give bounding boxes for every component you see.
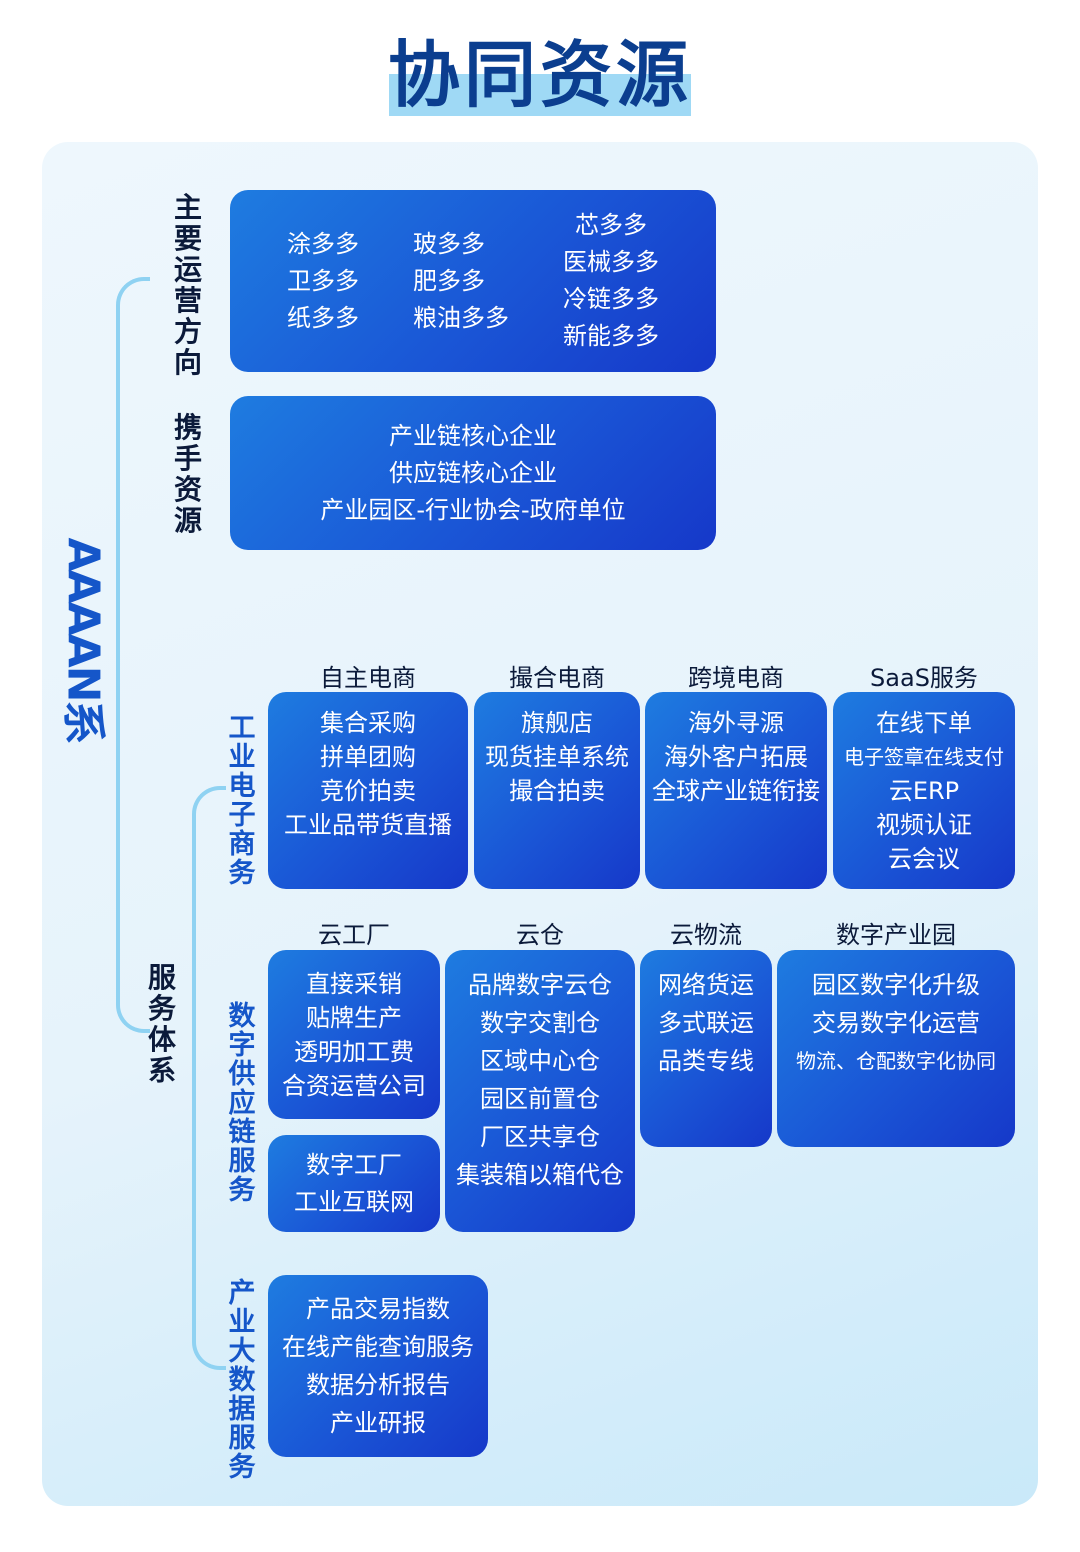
heading-cloud-factory: 云工厂 <box>318 921 390 949</box>
list-item: 工业品带货直播 <box>284 811 452 839</box>
card-crossborder-ecommerce: 海外寻源 海外客户拓展 全球产业链衔接 <box>645 692 827 889</box>
list-item: 物流、仓配数字化协同 <box>796 1049 996 1073</box>
list-item: 品类专线 <box>658 1047 754 1075</box>
list-item: 供应链核心企业 <box>389 458 557 487</box>
label-service-system: 服务体系 <box>147 961 176 1087</box>
list-item: 海外客户拓展 <box>664 743 808 771</box>
heading-self-ecommerce: 自主电商 <box>320 664 416 692</box>
card-saas-service: 在线下单 电子签章在线支付 云ERP 视频认证 云会议 <box>833 692 1015 889</box>
list-item: 现货挂单系统 <box>485 743 629 771</box>
list-item: 海外寻源 <box>688 709 784 737</box>
list-item: 视频认证 <box>876 811 972 839</box>
list-item: 旗舰店 <box>521 709 593 737</box>
list-item: 直接采销 <box>306 969 402 998</box>
brand-logo: AAAAN系 <box>58 537 110 743</box>
list-item: 交易数字化运营 <box>812 1009 980 1037</box>
list-item: 拼单团购 <box>320 743 416 771</box>
list-item: 卫多多 <box>287 266 359 295</box>
list-item: 数据分析报告 <box>306 1371 450 1399</box>
label-industrial-ecommerce: 工业电子商务 <box>228 713 256 889</box>
list-item: 全球产业链衔接 <box>652 777 820 805</box>
list-item: 品牌数字云仓 <box>468 971 612 999</box>
list-item: 集装箱以箱代仓 <box>456 1161 624 1189</box>
card-partners: 产业链核心企业 供应链核心企业 产业园区-行业协会-政府单位 <box>230 396 716 550</box>
main-direction-col3: 芯多多 医械多多 冷链多多 新能多多 <box>563 207 659 355</box>
card-cloud-warehouse: 品牌数字云仓 数字交割仓 区域中心仓 园区前置仓 厂区共享仓 集装箱以箱代仓 <box>445 950 635 1232</box>
list-item: 在线产能查询服务 <box>282 1333 474 1361</box>
list-item: 电子签章在线支付 <box>844 745 1004 769</box>
heading-cloud-logistics: 云物流 <box>670 921 742 949</box>
list-item: 新能多多 <box>563 322 659 350</box>
title-block: 协同资源 <box>0 18 1080 117</box>
list-item: 产品交易指数 <box>306 1295 450 1323</box>
list-item: 园区数字化升级 <box>812 971 980 999</box>
list-item: 纸多多 <box>287 303 359 332</box>
list-item: 多式联运 <box>658 1009 754 1037</box>
list-item: 云会议 <box>888 845 960 873</box>
list-item: 在线下单 <box>876 709 972 737</box>
list-item: 厂区共享仓 <box>480 1123 600 1151</box>
heading-crossborder-ecommerce: 跨境电商 <box>688 664 784 692</box>
label-digital-supply-chain: 数字供应链服务 <box>228 1001 256 1206</box>
heading-cloud-warehouse: 云仓 <box>516 921 564 949</box>
card-main-direction: 涂多多 卫多多 纸多多 玻多多 肥多多 粮油多多 芯多多 医械多多 冷链多多 新… <box>230 190 716 372</box>
label-partner-resources: 携手资源 <box>173 411 202 537</box>
title-underline <box>389 74 691 116</box>
list-item: 冷链多多 <box>563 285 659 313</box>
list-item: 粮油多多 <box>413 303 509 332</box>
heading-digital-park: 数字产业园 <box>836 921 956 949</box>
list-item: 贴牌生产 <box>306 1003 402 1032</box>
list-item: 产业链核心企业 <box>389 421 557 450</box>
page-title: 协同资源 <box>387 33 692 117</box>
list-item: 数字工厂 <box>306 1150 402 1179</box>
list-item: 医械多多 <box>563 248 659 276</box>
list-item: 产业园区-行业协会-政府单位 <box>320 495 626 524</box>
list-item: 撮合拍卖 <box>509 777 605 805</box>
main-direction-col2: 玻多多 肥多多 粮油多多 <box>413 226 509 337</box>
list-item: 合资运营公司 <box>282 1071 426 1100</box>
label-main-direction: 主要运营方向 <box>173 191 202 379</box>
service-bracket <box>192 786 226 1370</box>
list-item: 工业互联网 <box>294 1187 414 1216</box>
main-direction-col1: 涂多多 卫多多 纸多多 <box>287 226 359 337</box>
card-self-ecommerce: 集合采购 拼单团购 竞价拍卖 工业品带货直播 <box>268 692 468 889</box>
card-digital-factory: 数字工厂 工业互联网 <box>268 1135 440 1232</box>
list-item: 涂多多 <box>287 229 359 258</box>
list-item: 集合采购 <box>320 709 416 737</box>
card-cloud-factory: 直接采销 贴牌生产 透明加工费 合资运营公司 <box>268 950 440 1119</box>
list-item: 区域中心仓 <box>480 1047 600 1075</box>
list-item: 竞价拍卖 <box>320 777 416 805</box>
list-item: 园区前置仓 <box>480 1085 600 1113</box>
heading-saas-service: SaaS服务 <box>870 664 978 692</box>
card-industry-bigdata: 产品交易指数 在线产能查询服务 数据分析报告 产业研报 <box>268 1275 488 1457</box>
card-cloud-logistics: 网络货运 多式联运 品类专线 <box>640 950 772 1147</box>
card-digital-park: 园区数字化升级 交易数字化运营 物流、仓配数字化协同 <box>777 950 1015 1147</box>
label-industry-bigdata: 产业大数据服务 <box>228 1278 256 1483</box>
main-bracket <box>116 277 150 1033</box>
list-item: 玻多多 <box>413 229 485 258</box>
heading-matching-ecommerce: 撮合电商 <box>509 664 605 692</box>
list-item: 网络货运 <box>658 971 754 999</box>
list-item: 数字交割仓 <box>480 1009 600 1037</box>
list-item: 云ERP <box>888 777 960 805</box>
list-item: 芯多多 <box>575 211 647 239</box>
card-matching-ecommerce: 旗舰店 现货挂单系统 撮合拍卖 <box>474 692 640 889</box>
list-item: 产业研报 <box>330 1409 426 1437</box>
list-item: 肥多多 <box>413 266 485 295</box>
list-item: 透明加工费 <box>294 1037 414 1066</box>
